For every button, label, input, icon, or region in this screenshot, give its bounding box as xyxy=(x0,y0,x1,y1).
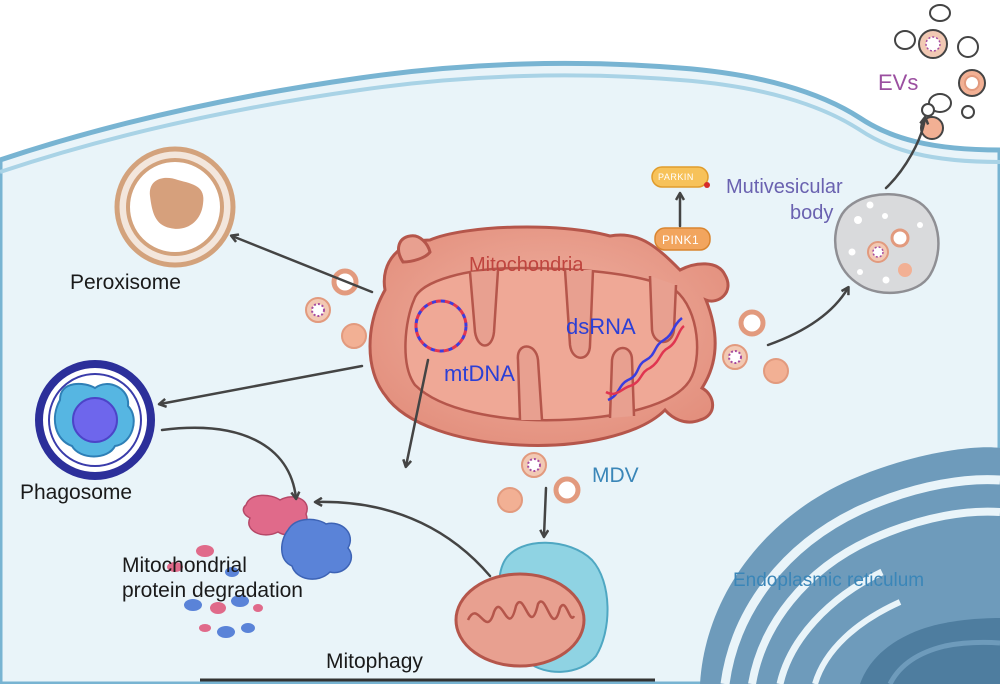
extracellular-vesicles xyxy=(894,4,986,140)
endoplasmic-reticulum xyxy=(700,447,1000,684)
arrow-to-peroxisome xyxy=(232,236,374,294)
mdv-label: MDV xyxy=(592,464,639,487)
pink1-label: PINK1 xyxy=(662,233,700,247)
vesicle xyxy=(305,268,789,513)
arrow-phagosome-to-degradation xyxy=(160,426,296,498)
mtdna-label: mtDNA xyxy=(444,361,515,386)
arrow-mitophagy-to-degradation xyxy=(316,502,492,578)
arrow-to-mvb xyxy=(766,288,848,347)
peroxisome-label: Peroxisome xyxy=(70,271,181,294)
degraded-protein-fragments xyxy=(167,494,353,638)
arrow-to-degradation xyxy=(406,358,430,466)
mitochondrion xyxy=(368,225,730,447)
evs-label: EVs xyxy=(878,70,919,95)
parkin-label: PARKIN xyxy=(658,172,694,182)
arrow-to-evs xyxy=(884,118,925,190)
mitochondria-label: Mitochondria xyxy=(469,254,584,276)
mitophagy-label: Mitophagy xyxy=(326,650,423,673)
mvb-label-line1: Mutivesicular xyxy=(726,176,843,198)
arrow-to-phagosome xyxy=(160,364,364,404)
phagosome xyxy=(35,360,155,480)
arrow-mdv-to-mitophagy xyxy=(544,486,546,536)
degradation-label-line1: Mitochondrial xyxy=(122,554,247,577)
er-label: Endoplasmic reticulum xyxy=(733,570,925,591)
pathway-arrows xyxy=(160,118,925,578)
multivesicular-body xyxy=(833,192,940,295)
pink1-tag xyxy=(654,227,711,251)
peroxisome xyxy=(114,146,236,268)
degradation-label-line2: protein degradation xyxy=(122,579,303,602)
mvb-label-line2: body xyxy=(790,202,834,224)
mitophagy-complex xyxy=(454,541,609,673)
parkin-tag xyxy=(651,166,710,188)
phagosome-label: Phagosome xyxy=(20,481,133,504)
dsrna-label: dsRNA xyxy=(566,314,636,339)
